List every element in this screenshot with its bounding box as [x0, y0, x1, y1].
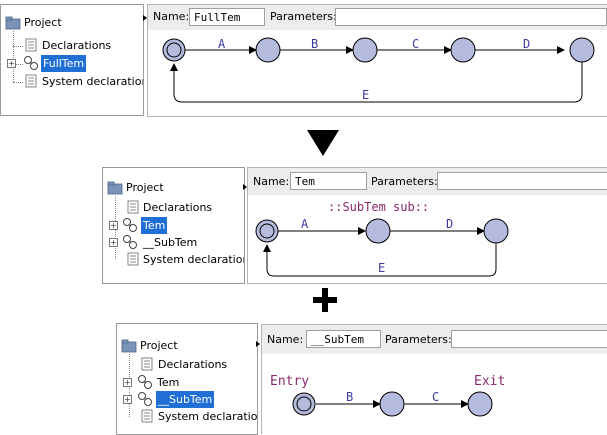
edge-e[interactable]: E [170, 62, 583, 103]
state[interactable] [483, 218, 509, 244]
folder-icon [121, 339, 137, 353]
parameters-input[interactable] [451, 330, 607, 348]
tree-item-label: FullTem [41, 55, 87, 72]
template-canvas[interactable]: Entry Exit B C [261, 354, 607, 434]
document-icon [25, 38, 37, 52]
automaton-graph: ::SubTem sub:: A D E [255, 200, 509, 277]
expand-icon[interactable]: + [109, 221, 118, 230]
edge-label: D [523, 37, 530, 51]
expand-icon[interactable]: + [123, 395, 132, 404]
state[interactable] [255, 37, 281, 63]
down-arrow-icon [306, 129, 340, 157]
edge-label: C [412, 37, 419, 51]
state[interactable] [352, 37, 378, 63]
template-icon [123, 218, 137, 232]
template-header: Name: Tem Parameters: [247, 167, 607, 196]
expand-icon[interactable]: + [7, 59, 16, 68]
parameters-label: Parameters: [385, 333, 452, 346]
state[interactable] [450, 37, 476, 63]
template-icon [138, 375, 152, 389]
tree-item-label: System declarations [42, 75, 144, 88]
edge-label: D [446, 217, 453, 231]
initial-state[interactable] [162, 38, 186, 62]
parameters-input[interactable] [335, 8, 607, 26]
exit-state[interactable] [467, 391, 493, 417]
edge-a[interactable]: A [184, 37, 257, 54]
subtemplate-instance-label[interactable]: ::SubTem sub:: [328, 200, 429, 214]
automaton-graph: A B C D E [162, 37, 595, 103]
tree-item-label: Declarations [158, 358, 228, 371]
name-input[interactable]: __SubTem [306, 330, 381, 348]
edge-c[interactable]: C [404, 390, 469, 408]
tree-item-label: __SubTem [156, 391, 215, 408]
edge-c[interactable]: C [377, 37, 452, 54]
tree-item-label: System declarations [143, 253, 245, 266]
collapse-arrow-icon[interactable] [143, 15, 147, 21]
state[interactable] [365, 218, 391, 244]
document-icon [25, 74, 37, 88]
edge-d[interactable]: D [475, 37, 565, 54]
folder-icon [5, 16, 21, 30]
template-icon [138, 392, 152, 406]
name-label: Name: [153, 10, 190, 23]
tree-root-label: Project [126, 181, 164, 194]
collapse-arrow-icon[interactable] [256, 341, 260, 347]
name-input[interactable]: FullTem [189, 8, 265, 26]
parameters-label: Parameters: [270, 10, 337, 23]
collapse-arrow-icon[interactable] [243, 184, 247, 190]
edge-label: A [301, 217, 309, 231]
entry-label: Entry [270, 374, 309, 389]
panel-full-template: Project Declarations + FullTem [0, 0, 607, 117]
name-input[interactable]: Tem [290, 172, 367, 190]
document-icon [127, 252, 139, 266]
tree-item-label: Tem [157, 376, 180, 389]
panel-subtemplate: Project Declarations + Tem + [116, 323, 607, 435]
template-canvas[interactable]: A B C D E [147, 30, 607, 117]
template-canvas[interactable]: ::SubTem sub:: A D E [247, 195, 607, 284]
edge-a[interactable]: A [278, 217, 366, 235]
document-icon [141, 409, 153, 423]
edge-label: E [378, 261, 385, 275]
document-icon [141, 357, 153, 371]
expand-icon[interactable]: + [123, 378, 132, 387]
tree-root-label: Project [140, 339, 178, 352]
name-label: Name: [253, 175, 290, 188]
tree-item-label: System declarations [158, 410, 258, 423]
tree-item-label: Declarations [143, 201, 213, 214]
panel-template-with-subtemplate: Project Declarations + Tem + [102, 167, 607, 286]
edge-label: C [432, 390, 439, 404]
template-header: Name: FullTem Parameters: [147, 4, 607, 31]
edge-label: E [362, 88, 369, 102]
parameters-label: Parameters: [371, 175, 438, 188]
project-tree: Project Declarations + FullTem [0, 4, 144, 116]
project-tree: Project Declarations + Tem + [116, 323, 258, 435]
template-icon [24, 56, 38, 70]
tree-root-label: Project [24, 16, 62, 29]
edge-label: B [311, 37, 318, 51]
initial-state[interactable] [255, 219, 279, 243]
edge-label: B [346, 390, 353, 404]
edge-d[interactable]: D [390, 217, 485, 235]
project-tree: Project Declarations + Tem + [102, 167, 245, 284]
edge-e[interactable]: E [263, 243, 497, 277]
state[interactable] [569, 37, 595, 63]
template-header: Name: __SubTem Parameters: [261, 324, 607, 355]
tree-item-label: Tem [141, 217, 168, 234]
name-label: Name: [267, 333, 304, 346]
initial-state[interactable] [292, 392, 316, 416]
edge-b[interactable]: B [316, 390, 381, 408]
document-icon [127, 200, 139, 214]
template-icon [123, 235, 137, 249]
parameters-input[interactable] [437, 172, 607, 190]
edge-label: A [218, 37, 226, 51]
tree-item-label: __SubTem [143, 236, 198, 249]
plus-icon [313, 288, 337, 312]
state[interactable] [379, 391, 405, 417]
folder-icon [107, 181, 123, 195]
exit-label: Exit [474, 374, 505, 389]
edge-b[interactable]: B [280, 37, 354, 54]
tree-item-label: Declarations [42, 39, 112, 52]
expand-icon[interactable]: + [109, 238, 118, 247]
automaton-graph: Entry Exit B C [270, 374, 505, 417]
